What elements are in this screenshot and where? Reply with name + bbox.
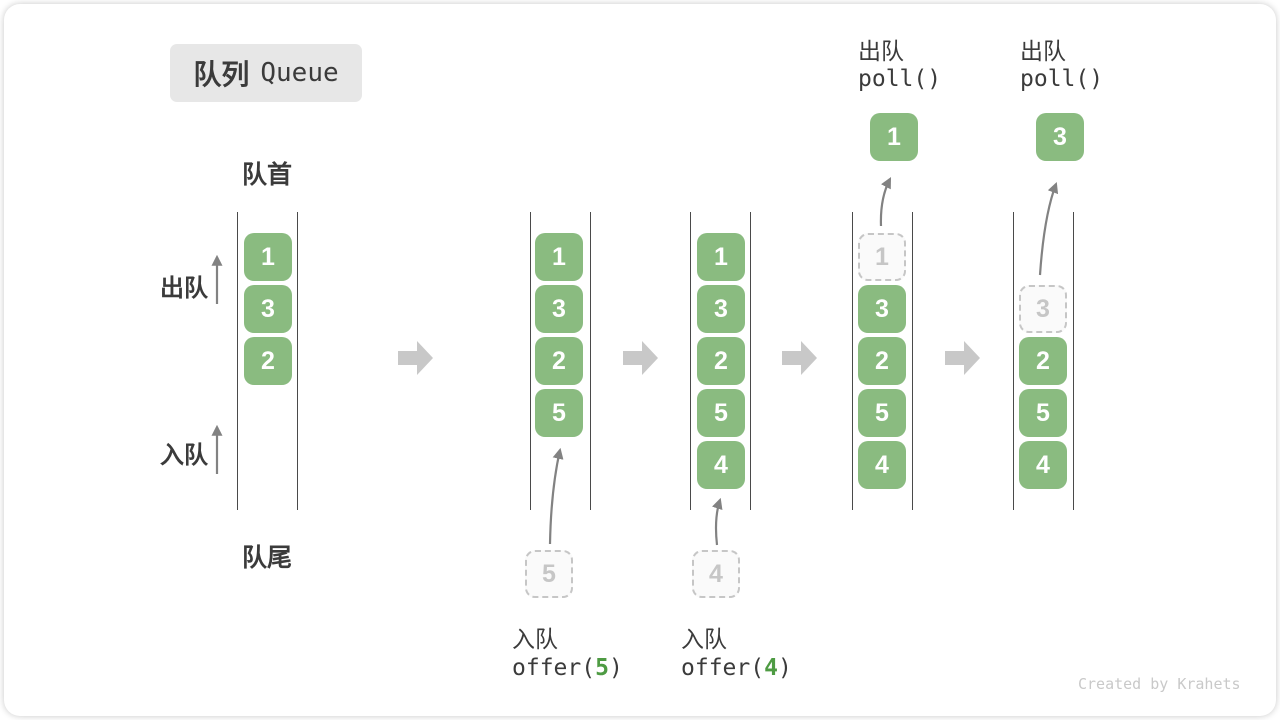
code-offer-4-close: ) — [777, 655, 792, 681]
queue-item: 1 — [535, 233, 583, 281]
code-offer-5-fn: offer( — [512, 655, 596, 681]
queue-item: 2 — [697, 337, 745, 385]
incoming-item-5: 5 — [525, 550, 573, 598]
polled-item-3: 3 — [1036, 113, 1084, 161]
removed-item-slot: 1 — [858, 233, 906, 281]
label-dequeue-side: 出队 — [160, 275, 208, 302]
code-offer-4-arg: 4 — [764, 655, 778, 681]
title-english: Queue — [260, 58, 339, 88]
queue-item: 1 — [244, 233, 292, 281]
watermark: Created by Krahets — [1078, 675, 1241, 693]
label-enqueue-side: 入队 — [160, 442, 208, 469]
flow-arrow — [945, 341, 980, 375]
queue-item: 3 — [535, 285, 583, 333]
polled-item-1: 1 — [870, 113, 918, 161]
code-offer-5-arg: 5 — [595, 655, 609, 681]
flow-arrow — [623, 341, 658, 375]
flow-arrow — [398, 341, 433, 375]
queue-container-1 — [237, 212, 298, 510]
queue-container-3 — [690, 212, 751, 510]
queue-item: 4 — [858, 441, 906, 489]
label-enqueue-op-4: 入队 — [681, 626, 727, 652]
queue-item: 5 — [1019, 389, 1067, 437]
queue-container-5 — [1013, 212, 1074, 510]
flow-arrow — [782, 341, 817, 375]
queue-item: 2 — [535, 337, 583, 385]
code-offer-4-fn: offer( — [681, 655, 765, 681]
queue-container-2 — [530, 212, 591, 510]
queue-item: 5 — [535, 389, 583, 437]
queue-item: 5 — [697, 389, 745, 437]
queue-item: 5 — [858, 389, 906, 437]
label-enqueue-op-5: 入队 — [512, 626, 558, 652]
queue-item: 2 — [244, 337, 292, 385]
queue-item: 1 — [697, 233, 745, 281]
label-dequeue-op-1: 出队 — [858, 38, 904, 64]
queue-item: 3 — [244, 285, 292, 333]
code-offer-5: offer(5) — [512, 655, 623, 681]
label-dequeue-op-2: 出队 — [1020, 38, 1066, 64]
queue-item: 2 — [1019, 337, 1067, 385]
code-offer-5-close: ) — [608, 655, 623, 681]
queue-item: 3 — [697, 285, 745, 333]
queue-item: 4 — [1019, 441, 1067, 489]
title-box: 队列 Queue — [170, 44, 362, 102]
code-poll-2: poll() — [1020, 66, 1104, 92]
code-poll-1: poll() — [858, 66, 942, 92]
queue-container-4 — [852, 212, 913, 510]
code-offer-4: offer(4) — [681, 655, 792, 681]
label-queue-rear: 队尾 — [242, 544, 293, 572]
incoming-item-4: 4 — [692, 550, 740, 598]
queue-item: 2 — [858, 337, 906, 385]
queue-item: 4 — [697, 441, 745, 489]
label-queue-front: 队首 — [242, 161, 293, 189]
queue-item: 3 — [858, 285, 906, 333]
title-chinese: 队列 — [193, 59, 250, 90]
removed-item-slot: 3 — [1019, 285, 1067, 333]
